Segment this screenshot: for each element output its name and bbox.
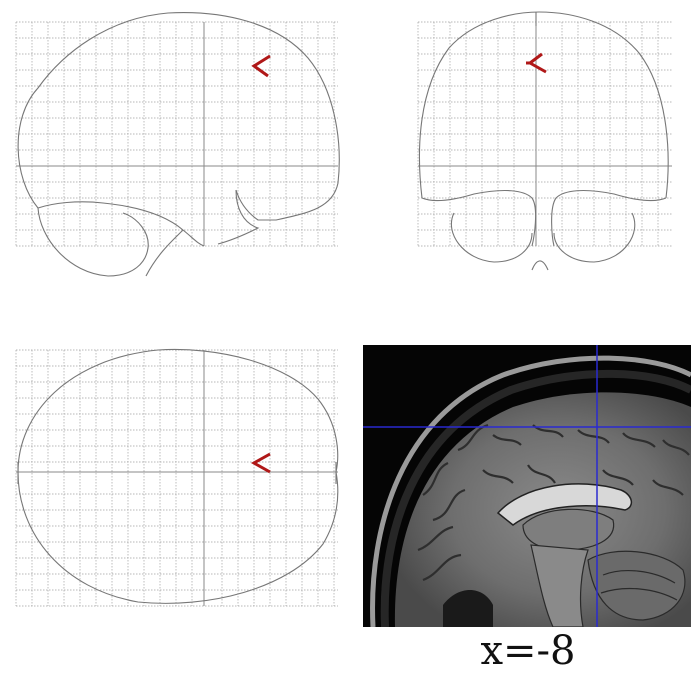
activation-blob (254, 454, 270, 472)
coronal-glass-brain (414, 8, 676, 283)
axial-glass-brain (8, 344, 348, 614)
crosshair (16, 350, 338, 606)
grid (418, 22, 672, 246)
brain-outline (18, 13, 339, 276)
activation-blob (254, 56, 270, 76)
slice-coordinate-label: x=-8 (458, 628, 598, 674)
mri-sagittal-slice (363, 345, 691, 627)
grid (16, 350, 338, 606)
brain-outline (18, 349, 338, 603)
sagittal-glass-brain (8, 8, 348, 283)
brain-outline (419, 12, 668, 270)
grid (16, 22, 338, 246)
